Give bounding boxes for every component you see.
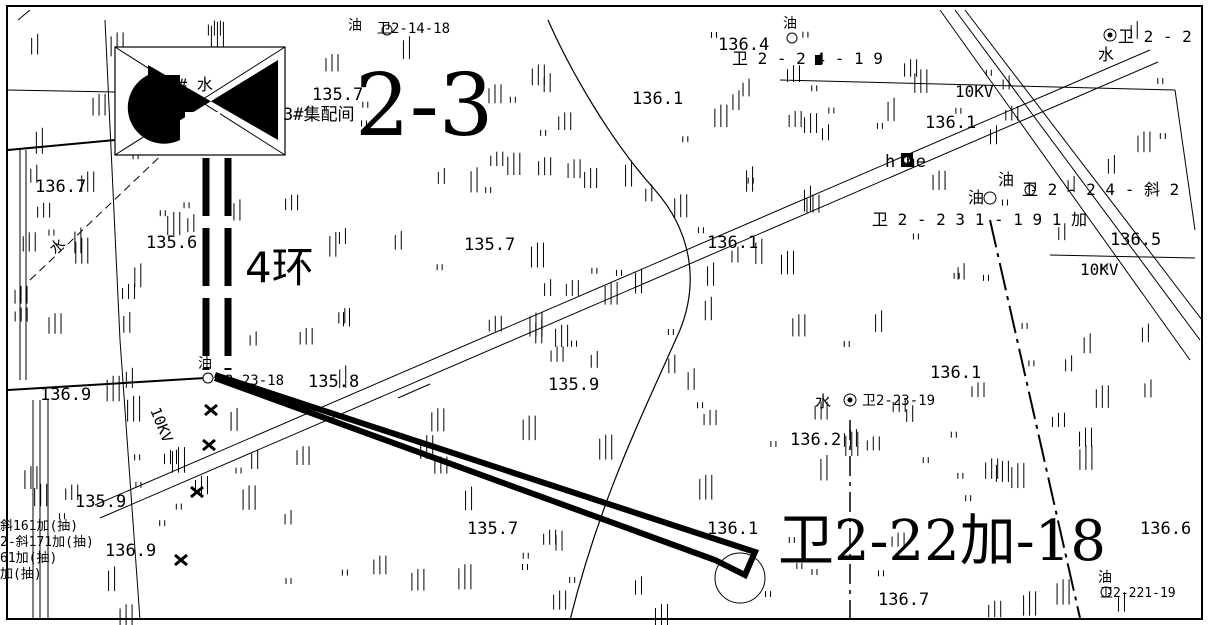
x-markers — [174, 403, 218, 567]
well-label-2-24-19: 卫 2 - 2 4 - 1 9 — [732, 49, 883, 68]
boundary-curve — [547, 19, 691, 621]
vegetation-symbols — [14, 20, 1166, 625]
powerline-label-top: 10KV — [955, 82, 994, 101]
elevation-value: 135.7 — [464, 235, 515, 255]
main-well-circle[interactable] — [714, 552, 766, 604]
well-label-2-23-19: 卫2-23-19 — [862, 393, 935, 409]
road — [94, 49, 1151, 506]
water-label: 水 — [815, 392, 831, 411]
pipe-water-label: 水 — [46, 235, 69, 258]
well-label-2-231-191: 卫 2 - 2 3 1 - 1 9 1 加 — [872, 210, 1087, 229]
elevation-value: 136.9 — [105, 541, 156, 561]
elevation-value: 136.1 — [707, 519, 758, 539]
well-label-left-4: 加(抽) — [0, 567, 42, 582]
elevation-value: 136.5 — [1110, 230, 1161, 250]
oil-label: 油 — [998, 170, 1014, 189]
elevation-value: 136.2 — [790, 430, 841, 450]
powerline-label-left: 10KV — [146, 405, 176, 445]
well-label-left-2: 2-斜171加(抽) — [0, 535, 94, 550]
elevation-value: 135.9 — [548, 375, 599, 395]
well-2-24-slant[interactable] — [1024, 184, 1036, 196]
elevation-value: 136.7 — [878, 590, 929, 610]
well-2-221-19[interactable] — [1100, 586, 1112, 598]
well-2-14-18[interactable] — [381, 24, 393, 36]
elevation-value: 136.1 — [925, 113, 976, 133]
powerline-label-right: 10KV — [1080, 260, 1119, 279]
well-label-left-1: 斜161加(抽) — [0, 519, 78, 534]
well-2-23-18[interactable] — [202, 372, 214, 384]
oil-label: 油 — [968, 188, 984, 207]
map-frame — [6, 5, 1203, 620]
ring-label: 4环 — [245, 243, 314, 292]
oil-label: 油 — [348, 18, 362, 34]
well-2-231-191[interactable] — [983, 191, 997, 205]
elevation-labels: 135.7 136.1 136.4 136.1 136.7 135.6 135.7 136.1… — [35, 35, 1191, 610]
well-label-2-24-slant: 卫 2 - 2 4 - 斜 2 — [1022, 180, 1179, 199]
elevation-value: 135.7 — [312, 85, 363, 105]
well-label-2-14-18: 卫2-14-18 — [377, 21, 450, 37]
water-label: 水 — [1098, 45, 1114, 64]
station-3-label: 3#集配间 — [283, 105, 354, 125]
map-title: 2-3 — [355, 56, 494, 156]
oil-label: 油 — [1098, 570, 1112, 586]
well-label-2-221-19: 卫2-221-19 — [1100, 586, 1176, 601]
elevation-value: 135.7 — [467, 519, 518, 539]
elevation-value: 136.7 — [35, 177, 86, 197]
well-label-left-3: 61加(抽) — [0, 551, 57, 566]
elevation-value: 136.1 — [707, 233, 758, 253]
well-label-2-23-18: 2-23-18 — [225, 373, 284, 389]
elevation-value: 136.9 — [40, 385, 91, 405]
main-well-label: 卫2-22加-18 — [778, 509, 1106, 574]
pipeline-diagonal — [213, 372, 760, 580]
elevation-value: 135.6 — [146, 233, 197, 253]
elevation-value: 136.1 — [632, 89, 683, 109]
elevation-value: 136.4 — [718, 35, 769, 55]
oil-label: 油 — [783, 16, 797, 32]
well-2-23-19[interactable] — [843, 393, 857, 407]
elevation-value: 136.1 — [930, 363, 981, 383]
elevation-value: 135.8 — [308, 372, 359, 392]
oil-label: 油 — [198, 356, 212, 372]
well-label-top-right: 卫 2 - 2 — [1118, 27, 1192, 46]
station-1-label: 1# 水 — [168, 75, 213, 94]
hhe-label: h he — [885, 152, 926, 172]
well-2-24-19[interactable] — [786, 32, 798, 44]
elevation-value: 135.9 — [75, 492, 126, 512]
elevation-value: 136.6 — [1140, 519, 1191, 539]
well-top-right[interactable] — [1103, 28, 1117, 42]
valve-symbol — [148, 60, 278, 140]
